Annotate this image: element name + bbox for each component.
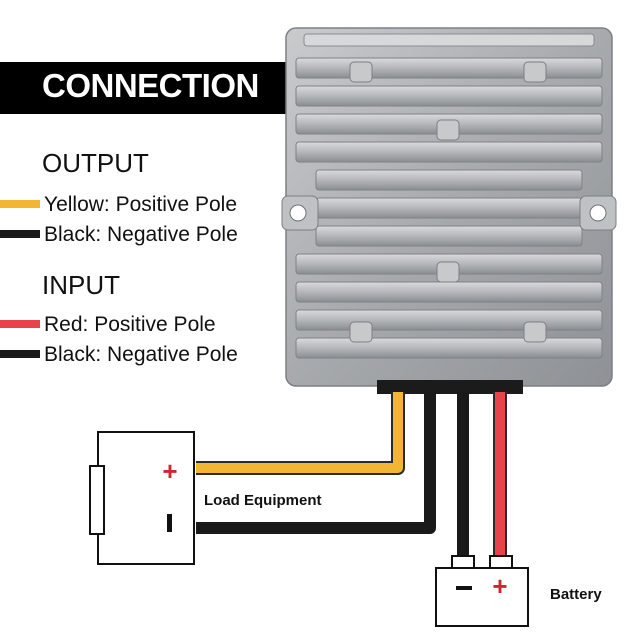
yellow-wire-swatch bbox=[0, 200, 40, 208]
load-equipment-box: + bbox=[89, 431, 195, 565]
black-output-wire bbox=[196, 392, 436, 534]
red-wire-swatch bbox=[0, 320, 40, 328]
battery-minus-icon bbox=[456, 586, 472, 590]
yellow-output-wire bbox=[196, 392, 405, 475]
load-minus-icon bbox=[167, 514, 172, 532]
input-negative-label: Black: Negative Pole bbox=[44, 343, 238, 366]
heat-sink-fins bbox=[295, 57, 603, 359]
battery-label: Battery bbox=[550, 586, 602, 603]
output-positive-label: Yellow: Positive Pole bbox=[44, 193, 237, 216]
connection-title: CONNECTION bbox=[42, 67, 259, 104]
converter-module bbox=[281, 27, 617, 394]
battery-box: + bbox=[435, 555, 529, 627]
input-positive-label: Red: Positive Pole bbox=[44, 313, 216, 336]
input-black-wire-swatch bbox=[0, 350, 40, 358]
output-heading: OUTPUT bbox=[42, 148, 149, 178]
battery-plus-icon: + bbox=[492, 571, 507, 601]
output-black-wire-swatch bbox=[0, 230, 40, 238]
input-heading: INPUT bbox=[42, 270, 120, 300]
output-negative-label: Black: Negative Pole bbox=[44, 223, 238, 246]
connection-banner bbox=[0, 62, 300, 114]
load-equipment-label: Load Equipment bbox=[204, 492, 322, 509]
wires bbox=[196, 392, 507, 560]
load-plus-icon: + bbox=[162, 456, 177, 486]
